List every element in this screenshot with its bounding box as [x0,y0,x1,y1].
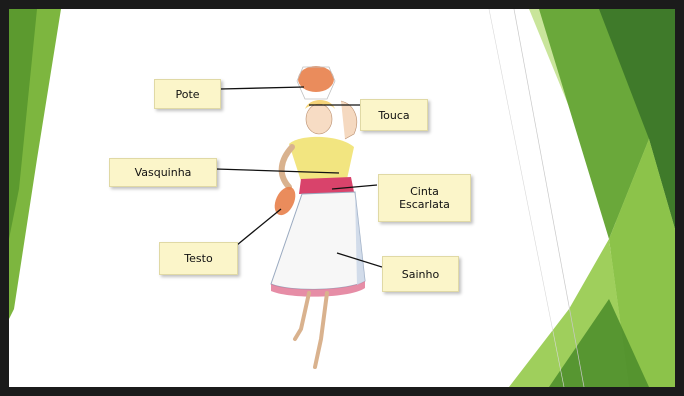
right-green-shape-dark [599,9,675,229]
label-touca: Touca [360,99,428,131]
pot [298,66,334,92]
label-testo: Testo [159,242,238,275]
label-cinta-escarlata: Cinta Escarlata [378,174,471,222]
leader-pote [219,86,305,90]
right-green-shape-accent [609,139,675,387]
leader-cinta [331,184,378,190]
lid [274,186,296,216]
woman-figure [270,66,366,369]
slide: Pote Touca Vasquinha Cinta Escarlata Tes… [9,9,675,387]
left-green-shape-dark [9,9,37,239]
cap [305,100,335,109]
label-vasquinha: Vasquinha [109,158,217,187]
sash [299,177,354,194]
right-green-shape-bottom-dark [549,299,649,387]
label-pote: Pote [154,79,221,109]
bodice [289,136,354,181]
leader-lines [215,86,383,268]
head [305,103,333,135]
leader-sainho [336,252,383,268]
label-sainho: Sainho [382,256,459,292]
slide-illustration [9,9,675,387]
leader-vasquinha [215,168,340,174]
decor-line-1 [513,9,585,387]
leader-testo [236,208,282,246]
decor-line-2 [488,9,565,387]
